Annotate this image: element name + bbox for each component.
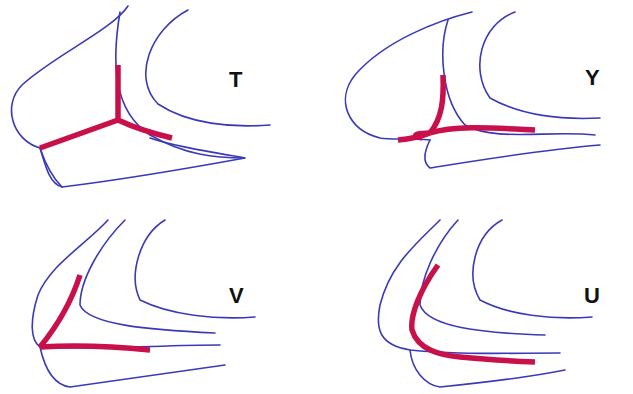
pattern-letter: V — [229, 285, 244, 307]
v-pattern-sketch — [32, 220, 255, 387]
pattern-letter: T — [229, 69, 242, 91]
t-pattern-sketch — [12, 6, 270, 187]
pattern-letter: U — [584, 285, 600, 307]
y-pattern-sketch — [345, 12, 600, 168]
pattern-letter: Y — [585, 67, 600, 89]
u-pattern-sketch — [378, 220, 592, 387]
